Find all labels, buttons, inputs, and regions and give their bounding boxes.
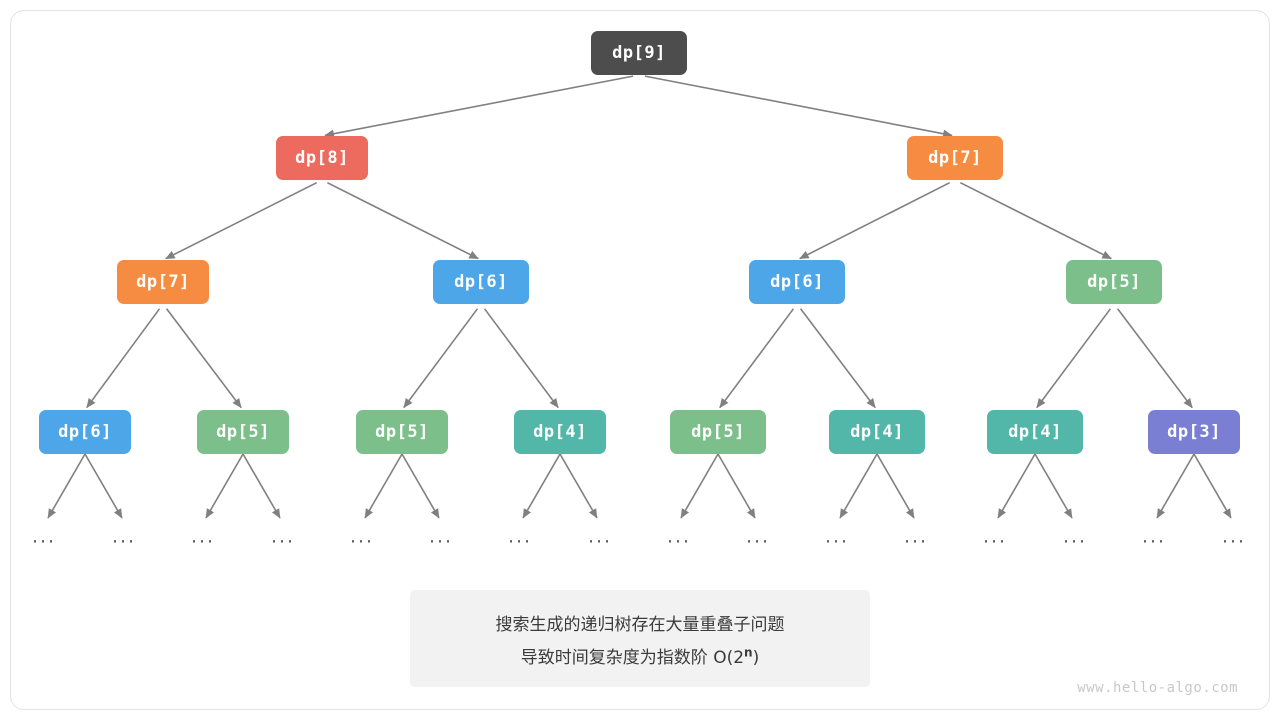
- ellipsis-label: ...: [903, 525, 929, 548]
- tree-node: dp[5]: [197, 410, 289, 454]
- tree-edge: [1193, 453, 1232, 519]
- ellipsis-label: ...: [1221, 525, 1247, 548]
- caption-box: 搜索生成的递归树存在大量重叠子问题 导致时间复杂度为指数阶 O(2n): [410, 590, 870, 687]
- tree-edge: [960, 181, 1112, 260]
- ellipsis-label: ...: [1062, 525, 1088, 548]
- tree-edge: [165, 181, 317, 260]
- tree-edge: [717, 453, 756, 519]
- ellipsis-label: ...: [507, 525, 533, 548]
- tree-edge: [522, 453, 561, 519]
- tree-node: dp[6]: [749, 260, 845, 304]
- tree-edge: [559, 453, 598, 519]
- tree-edge: [1116, 308, 1193, 409]
- ellipsis-label: ...: [824, 525, 850, 548]
- tree-edge: [1034, 453, 1073, 519]
- tree-edge: [719, 308, 795, 409]
- tree-node: dp[9]: [591, 31, 687, 75]
- tree-node: dp[5]: [1066, 260, 1162, 304]
- caption-complexity-close: ): [752, 647, 760, 668]
- tree-node: dp[4]: [829, 410, 925, 454]
- ellipsis-label: ...: [1141, 525, 1167, 548]
- tree-edge: [205, 453, 244, 519]
- ellipsis-label: ...: [349, 525, 375, 548]
- tree-edge: [84, 453, 123, 519]
- tree-edge: [799, 181, 951, 260]
- tree-edge: [86, 308, 161, 409]
- tree-edge: [364, 453, 403, 519]
- tree-node: dp[4]: [514, 410, 606, 454]
- tree-edge: [327, 181, 479, 260]
- tree-node: dp[7]: [907, 136, 1003, 180]
- tree-node: dp[6]: [39, 410, 131, 454]
- tree-edge: [483, 308, 559, 409]
- tree-edge: [47, 453, 86, 519]
- caption-line-2: 导致时间复杂度为指数阶 O(2n): [521, 643, 759, 668]
- tree-edge: [997, 453, 1036, 519]
- tree-node: dp[5]: [670, 410, 766, 454]
- caption-line-1: 搜索生成的递归树存在大量重叠子问题: [495, 614, 785, 635]
- ellipsis-label: ...: [428, 525, 454, 548]
- ellipsis-label: ...: [666, 525, 692, 548]
- ellipsis-label: ...: [982, 525, 1008, 548]
- tree-edge: [324, 75, 634, 138]
- caption-complexity-exponent: n: [744, 644, 753, 659]
- tree-edge: [242, 453, 281, 519]
- tree-node: dp[4]: [987, 410, 1083, 454]
- tree-edge: [839, 453, 878, 519]
- tree-edge: [165, 308, 242, 409]
- ellipsis-label: ...: [587, 525, 613, 548]
- tree-edge: [401, 453, 440, 519]
- tree-node: dp[3]: [1148, 410, 1240, 454]
- tree-node: dp[5]: [356, 410, 448, 454]
- tree-edge: [644, 75, 953, 138]
- tree-edge: [1036, 308, 1112, 409]
- caption-complexity-o: O(2: [713, 647, 745, 668]
- caption-line-2-prefix: 导致时间复杂度为指数阶: [520, 647, 714, 668]
- ellipsis-label: ...: [111, 525, 137, 548]
- tree-node: dp[8]: [276, 136, 368, 180]
- ellipsis-label: ...: [745, 525, 771, 548]
- tree-edge: [876, 453, 915, 519]
- tree-node: dp[6]: [433, 260, 529, 304]
- ellipsis-label: ...: [190, 525, 216, 548]
- tree-node: dp[7]: [117, 260, 209, 304]
- ellipsis-label: ...: [31, 525, 57, 548]
- tree-edge: [1156, 453, 1195, 519]
- tree-edge: [680, 453, 719, 519]
- tree-edge: [799, 308, 876, 409]
- ellipsis-label: ...: [270, 525, 296, 548]
- watermark: www.hello-algo.com: [1077, 680, 1238, 696]
- tree-edge: [403, 308, 479, 409]
